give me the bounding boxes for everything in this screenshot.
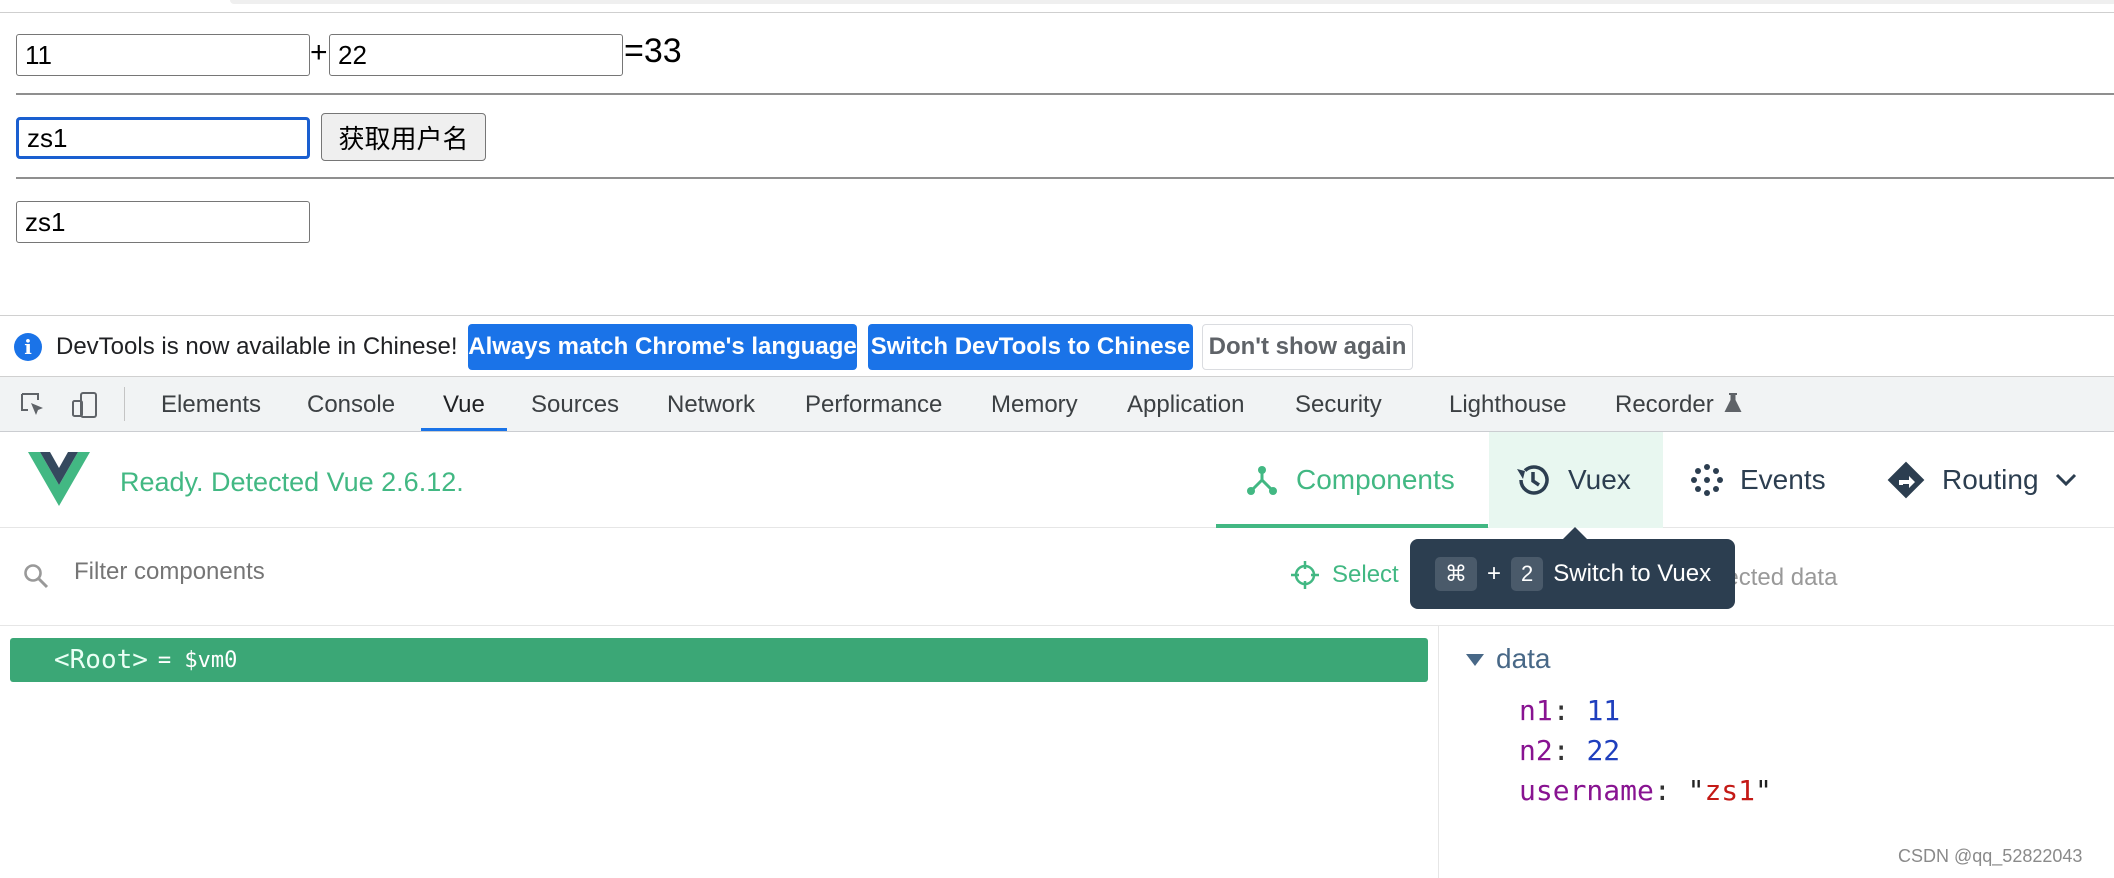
tab-vue[interactable]: Vue <box>443 391 485 418</box>
history-icon <box>1514 461 1552 499</box>
prop-value: 11 <box>1586 694 1621 727</box>
info-icon: i <box>14 333 42 361</box>
tooltip-text: Switch to Vuex <box>1553 560 1712 587</box>
tab-console[interactable]: Console <box>307 391 396 418</box>
vue-tab-vuex[interactable]: Vuex <box>1514 432 1631 528</box>
pane-divider[interactable] <box>1438 626 1439 878</box>
watermark: CSDN @qq_52822043 <box>1898 846 2083 866</box>
filter-components-input[interactable] <box>74 558 874 586</box>
toolbar-separator <box>124 387 125 421</box>
vuex-shortcut-tooltip: ⌘ + 2 Switch to Vuex <box>1410 539 1735 609</box>
tree-root-row[interactable]: <Root> = $vm0 <box>10 638 1428 682</box>
tab-sources[interactable]: Sources <box>531 391 620 418</box>
tooltip-plus: + <box>1487 560 1502 587</box>
crosshair-icon <box>1290 560 1320 590</box>
device-toolbar-icon[interactable] <box>70 390 100 420</box>
root-vm-alias: = $vm0 <box>157 647 238 673</box>
vue-tab-routing[interactable]: Routing <box>1886 432 2039 528</box>
always-match-language-button[interactable]: Always match Chrome's language <box>468 324 857 370</box>
divider <box>16 177 2114 179</box>
inspect-element-icon[interactable] <box>18 390 48 420</box>
data-prop-row[interactable]: username: "zs1" <box>1519 774 1772 807</box>
prop-key: username <box>1519 774 1654 807</box>
components-filter-row: Select spected data <box>0 528 2114 626</box>
events-icon <box>1690 463 1724 497</box>
command-key-icon: ⌘ <box>1435 557 1477 591</box>
devtools-language-infobar: i DevTools is now available in Chinese! … <box>0 315 2114 377</box>
username-input[interactable] <box>16 117 310 159</box>
tab-network[interactable]: Network <box>667 391 756 418</box>
components-icon <box>1244 462 1280 498</box>
tab-elements[interactable]: Elements <box>161 391 262 418</box>
data-prop-row[interactable]: n2: 22 <box>1519 734 1621 767</box>
prop-key: n1 <box>1519 694 1553 727</box>
vue-tab-components-label: Components <box>1296 464 1455 495</box>
routing-icon <box>1886 460 1926 500</box>
flask-icon <box>1722 391 1752 421</box>
n1-input[interactable] <box>16 34 310 76</box>
devtools-tabbar: Elements Console Vue Sources Network Per… <box>0 377 2114 432</box>
vue-tab-vuex-label: Vuex <box>1568 464 1631 495</box>
sum-result: =33 <box>624 32 682 70</box>
tab-security[interactable]: Security <box>1295 391 1382 418</box>
top-divider <box>0 12 2114 13</box>
data-section-label[interactable]: data <box>1496 643 1551 674</box>
divider <box>16 93 2114 95</box>
vue-detected-status: Ready. Detected Vue 2.6.12. <box>120 467 464 497</box>
username-display-input[interactable] <box>16 201 310 243</box>
vue-tab-events[interactable]: Events <box>1690 432 1826 528</box>
prop-value: 22 <box>1586 734 1621 767</box>
prop-value: zs1 <box>1704 774 1756 807</box>
active-tab-indicator <box>421 428 507 431</box>
tab-performance[interactable]: Performance <box>805 391 943 418</box>
vue-tab-events-label: Events <box>1740 464 1826 495</box>
vue-devtools-header: Ready. Detected Vue 2.6.12. Components V… <box>0 432 2114 528</box>
top-shadow <box>230 0 2114 4</box>
search-icon <box>22 562 50 595</box>
plus-sign: + <box>310 36 328 69</box>
select-component-button[interactable]: Select <box>1290 560 1399 590</box>
tab-application[interactable]: Application <box>1127 391 1245 418</box>
app-area: + =33 获取用户名 <box>0 0 2114 315</box>
select-label: Select <box>1332 561 1399 588</box>
n2-input[interactable] <box>329 34 623 76</box>
get-username-button[interactable]: 获取用户名 <box>321 113 486 161</box>
tab-memory[interactable]: Memory <box>991 391 1078 418</box>
components-tab-indicator <box>1216 524 1488 528</box>
vue-tab-components[interactable]: Components <box>1244 432 1455 528</box>
vue-tab-routing-label: Routing <box>1942 464 2039 495</box>
root-tag: <Root> <box>54 645 148 675</box>
dont-show-again-button[interactable]: Don't show again <box>1202 324 1413 370</box>
caret-down-icon[interactable] <box>1466 654 1484 666</box>
data-prop-row[interactable]: n1: 11 <box>1519 694 1621 727</box>
tab-lighthouse[interactable]: Lighthouse <box>1449 391 1567 418</box>
tab-recorder[interactable]: Recorder <box>1615 391 1714 418</box>
switch-to-chinese-button[interactable]: Switch DevTools to Chinese <box>868 324 1193 370</box>
prop-key: n2 <box>1519 734 1553 767</box>
vue-logo-icon <box>28 452 90 511</box>
tooltip-key-2: 2 <box>1511 557 1544 591</box>
infobar-message: DevTools is now available in Chinese! <box>56 333 458 360</box>
chevron-down-icon[interactable] <box>2054 468 2078 497</box>
tooltip-arrow <box>1563 527 1587 539</box>
vuex-tab-highlight <box>1489 432 1663 528</box>
